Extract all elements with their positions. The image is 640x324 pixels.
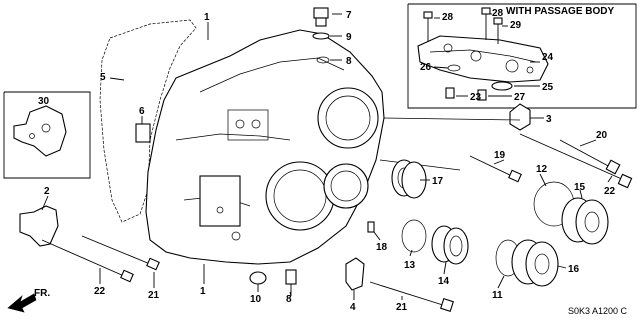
bolt-19 xyxy=(469,155,522,183)
callout-17: 17 xyxy=(432,176,444,187)
bolt-21-right xyxy=(369,281,454,312)
passage-bolt-28a xyxy=(423,11,433,42)
bolt-21-left xyxy=(81,235,160,271)
dowel-27 xyxy=(477,89,487,101)
front-arrow-icon: FR. xyxy=(7,288,50,313)
snap-ring-13 xyxy=(401,219,427,253)
inset-title: WITH PASSAGE BODY xyxy=(506,6,614,17)
dowel-23 xyxy=(445,87,455,99)
washer-9 xyxy=(312,32,330,40)
pin-18 xyxy=(367,221,375,233)
sensor-6 xyxy=(135,123,151,143)
callout-27: 27 xyxy=(514,92,526,103)
callout-9: 9 xyxy=(346,32,352,43)
bearing-15 xyxy=(561,197,609,245)
bracket-30 xyxy=(13,105,67,157)
bracket-2 xyxy=(19,205,59,247)
bearing-14 xyxy=(431,225,469,265)
callout-28a: 28 xyxy=(442,12,454,23)
passage-gasket-25 xyxy=(491,81,513,91)
callout-6: 6 xyxy=(139,106,145,117)
callout-14: 14 xyxy=(438,276,450,287)
bracket-4 xyxy=(345,257,365,291)
callout-23: 23 xyxy=(470,92,482,103)
passage-bolt-29 xyxy=(493,17,503,44)
callout-5: 5 xyxy=(100,72,106,83)
callout-24: 24 xyxy=(542,52,554,63)
diagram-code: S0K3 A1200 C xyxy=(568,306,628,316)
front-label: FR. xyxy=(34,288,50,299)
callout-30: 30 xyxy=(38,96,50,107)
callout-16: 16 xyxy=(568,264,580,275)
callout-21-left: 21 xyxy=(148,290,160,301)
bolt-22-right xyxy=(519,133,633,189)
callout-8: 8 xyxy=(346,56,352,67)
callout-29: 29 xyxy=(510,20,522,31)
filler-plug-7 xyxy=(313,7,329,27)
callout-19: 19 xyxy=(494,150,506,161)
callout-8-bottom: 8 xyxy=(286,294,292,305)
callout-3: 3 xyxy=(546,114,552,125)
callout-10: 10 xyxy=(250,294,262,305)
callout-21-right: 21 xyxy=(396,302,408,313)
callout-13: 13 xyxy=(404,260,416,271)
callout-22-left: 22 xyxy=(94,286,106,297)
callout-15: 15 xyxy=(574,182,586,193)
callout-18: 18 xyxy=(376,242,388,253)
callout-25: 25 xyxy=(542,82,554,93)
callout-26: 26 xyxy=(420,62,432,73)
callout-2: 2 xyxy=(44,186,50,197)
bearing-16 xyxy=(511,239,559,287)
washer-10 xyxy=(249,271,267,285)
passage-body-inset: WITH PASSAGE BODY 28 2 xyxy=(407,3,637,109)
callout-11: 11 xyxy=(492,290,503,301)
transmission-housing-1 xyxy=(145,29,385,265)
bracket-30-inset: 30 xyxy=(3,91,91,179)
callout-1-top: 1 xyxy=(204,12,210,23)
callout-22-right: 22 xyxy=(604,186,616,197)
bolt-22-left xyxy=(41,239,134,283)
callout-4: 4 xyxy=(350,302,356,313)
bearing-17 xyxy=(391,159,427,199)
passage-bolt-28b xyxy=(481,7,491,40)
callout-1: 1 xyxy=(200,286,206,297)
callout-12: 12 xyxy=(536,164,548,175)
passage-body-part xyxy=(417,35,549,83)
callout-7: 7 xyxy=(346,10,352,21)
leader-lines xyxy=(41,13,613,300)
callout-28b: 28 xyxy=(492,8,504,19)
bolt-8 xyxy=(285,269,297,296)
callout-20: 20 xyxy=(596,130,608,141)
bolt-20 xyxy=(559,139,621,175)
bracket-3 xyxy=(509,103,531,131)
seal-8 xyxy=(316,56,330,64)
